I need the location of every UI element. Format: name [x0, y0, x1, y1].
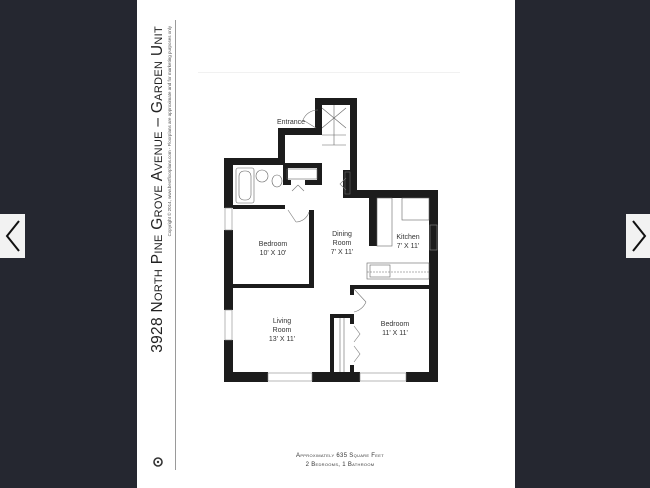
- room-size: 11' X 11': [382, 330, 408, 337]
- floorplan-page: [137, 0, 515, 488]
- chevron-left-icon: [5, 220, 20, 252]
- room-name-line1: Living: [272, 318, 292, 325]
- faint-divider: [198, 72, 460, 73]
- room-name-line2: Room: [332, 240, 352, 247]
- room-label-living-room: Living Room 13' X 11': [269, 317, 295, 344]
- room-label-bedroom-1: Bedroom 10' X 10': [259, 240, 287, 258]
- previous-image-button[interactable]: [0, 214, 25, 258]
- room-size: 13' X 11': [268, 336, 296, 343]
- next-image-button[interactable]: [626, 214, 650, 258]
- room-name-line1: Dining: [332, 231, 352, 238]
- floorplan-summary: Approximately 635 Square Feet 2 Bedrooms…: [240, 452, 440, 470]
- room-name: Bedroom: [258, 241, 288, 248]
- rooms-summary: 2 Bedrooms, 1 Bathroom: [305, 462, 375, 468]
- area-summary: Approximately 635 Square Feet: [296, 453, 384, 459]
- chevron-right-icon: [631, 220, 646, 252]
- room-label-bedroom-2: Bedroom 11' X 11': [381, 320, 409, 338]
- room-size: 7' X 11': [396, 243, 420, 250]
- room-size: 7' X 11': [330, 249, 354, 256]
- room-label-kitchen: Kitchen 7' X 11': [396, 233, 419, 251]
- room-name: Bedroom: [380, 321, 410, 328]
- room-size: 10' X 10': [259, 250, 287, 257]
- room-label-entrance: Entrance: [276, 119, 306, 126]
- brand-logo-icon: [153, 457, 163, 467]
- room-name: Kitchen: [396, 234, 420, 241]
- room-name-line2: Room: [272, 327, 292, 334]
- room-label-dining-room: Dining Room 7' X 11': [331, 230, 353, 257]
